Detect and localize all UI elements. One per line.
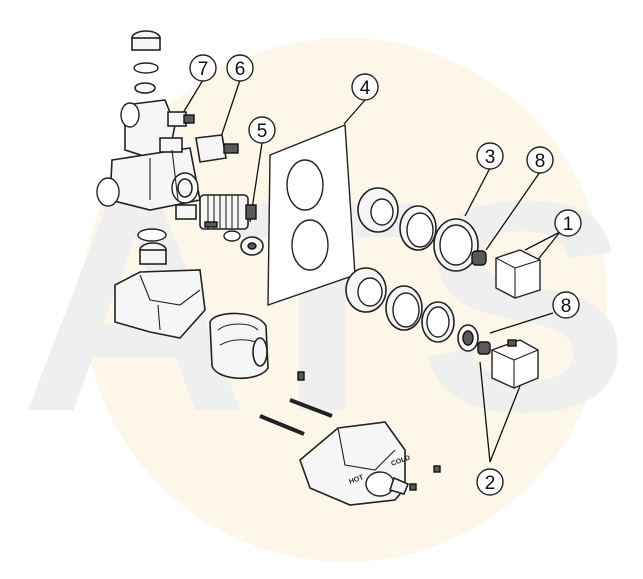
cartridge-sleeve	[209, 312, 269, 379]
callout-8-upper: 8	[526, 146, 554, 174]
callout-1: 1	[554, 209, 582, 237]
valve-connector	[137, 228, 167, 265]
fixing-screws	[259, 371, 441, 491]
svg-text:7: 7	[198, 59, 209, 80]
lower-handle-parts	[345, 267, 539, 389]
svg-text:8: 8	[561, 296, 572, 317]
callout-2: 2	[476, 468, 504, 496]
upper-handle-parts	[357, 187, 541, 299]
callout-8-lower: 8	[552, 291, 580, 319]
backplate-4	[267, 123, 356, 306]
callout-7: 7	[189, 54, 217, 82]
watermark-disc	[83, 38, 607, 562]
svg-text:8: 8	[535, 151, 546, 172]
callout-6: 6	[226, 54, 254, 82]
callout-5: 5	[248, 116, 276, 144]
hot-label: HOT	[348, 474, 365, 486]
callout-4: 4	[351, 73, 379, 101]
svg-text:6: 6	[235, 59, 246, 80]
svg-text:5: 5	[257, 121, 268, 142]
svg-text:1: 1	[563, 214, 574, 235]
svg-text:2: 2	[485, 473, 496, 494]
svg-text:4: 4	[360, 78, 371, 99]
flow-cartridge-6	[195, 134, 239, 163]
plaster-guard	[114, 269, 206, 339]
flow-cartridge-7	[167, 111, 195, 127]
front-shroud: HOT COLD	[299, 421, 411, 506]
svg-text:3: 3	[485, 147, 496, 168]
valve-body	[96, 30, 201, 220]
callout-3: 3	[476, 142, 504, 170]
thermostatic-cartridge-5	[199, 194, 264, 256]
